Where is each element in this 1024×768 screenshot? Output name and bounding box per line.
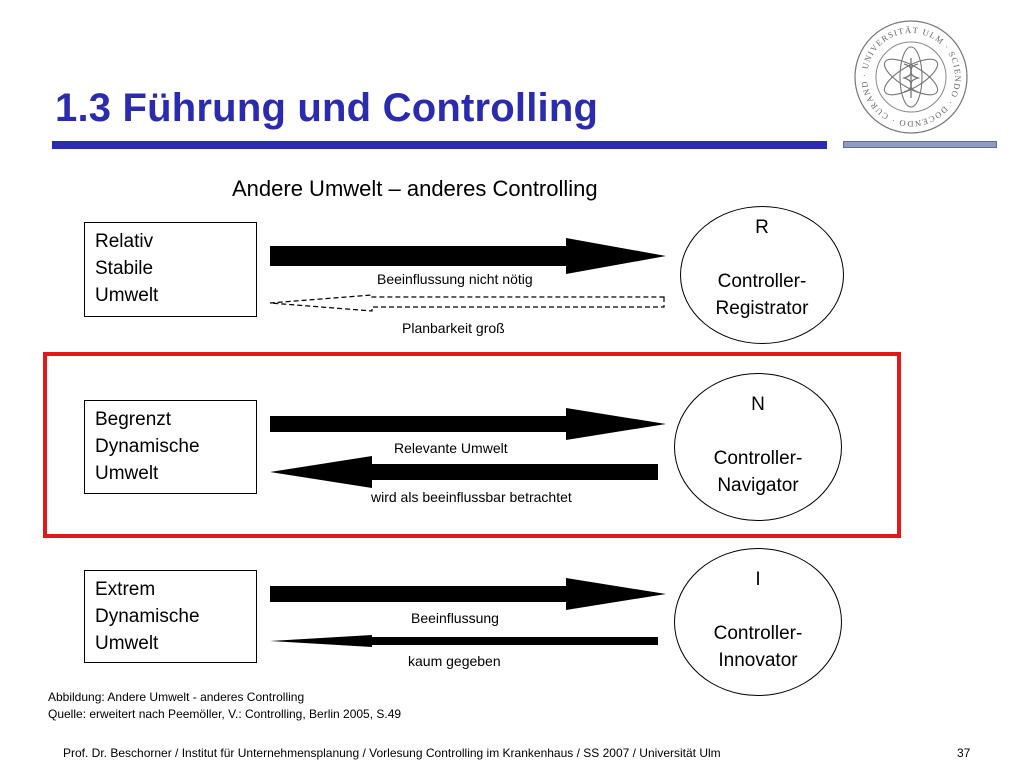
influence-arrow-right bbox=[270, 408, 666, 440]
environment-line: Begrenzt bbox=[95, 409, 172, 430]
page-number: 37 bbox=[957, 746, 971, 760]
role-line: Controller- bbox=[713, 448, 803, 469]
arrows-row-1 bbox=[269, 238, 666, 312]
feedback-arrow-left-thin bbox=[270, 635, 658, 647]
title-underline-accent bbox=[843, 141, 997, 148]
row-1-lower-label: Planbarkeit groß bbox=[402, 320, 505, 336]
row-1-upper-label: Beeinflussung nicht nötig bbox=[377, 271, 533, 287]
role-line: Controller- bbox=[713, 623, 803, 644]
role-line: Controller- bbox=[717, 271, 807, 292]
controller-role-circle-navigator: N Controller- Navigator bbox=[674, 373, 842, 521]
row-2-upper-label: Relevante Umwelt bbox=[394, 440, 508, 456]
environment-line: Extrem bbox=[95, 579, 156, 600]
figure-source: Quelle: erweitert nach Peemöller, V.: Co… bbox=[48, 707, 402, 721]
environment-line: Dynamische bbox=[95, 606, 200, 627]
environment-line: Stabile bbox=[95, 258, 154, 279]
row-3-lower-label: kaum gegeben bbox=[408, 653, 501, 669]
highlight-frame bbox=[43, 352, 901, 538]
controller-role-circle-registrator: R Controller- Registrator bbox=[680, 206, 844, 344]
row-2-lower-label: wird als beeinflussbar betrachtet bbox=[371, 489, 572, 505]
row-3-upper-label: Beeinflussung bbox=[411, 610, 499, 626]
controller-role-circle-innovator: I Controller- Innovator bbox=[674, 548, 842, 696]
influence-arrow-right bbox=[270, 238, 666, 274]
arrows-row-3 bbox=[270, 578, 666, 647]
environment-line: Umwelt bbox=[95, 633, 159, 654]
feedback-arrow-left-thick bbox=[270, 456, 658, 488]
influence-arrow-right bbox=[270, 578, 666, 610]
role-line: Navigator bbox=[717, 475, 799, 496]
caduceus-icon bbox=[901, 58, 921, 98]
role-line: Registrator bbox=[715, 298, 809, 319]
atom-icon bbox=[883, 46, 939, 108]
environment-box-limited-dynamic: Begrenzt Dynamische Umwelt bbox=[84, 400, 257, 494]
environment-box-stable: Relativ Stabile Umwelt bbox=[84, 222, 257, 317]
role-line: Innovator bbox=[718, 650, 798, 671]
role-code: N bbox=[751, 394, 765, 415]
feedback-arrow-left-dashed bbox=[269, 294, 665, 312]
slide-footer: Prof. Dr. Beschorner / Institut für Unte… bbox=[63, 746, 721, 760]
diagram-subtitle: Andere Umwelt – anderes Controlling bbox=[232, 176, 598, 201]
environment-line: Dynamische bbox=[95, 436, 200, 457]
environment-line: Relativ bbox=[95, 231, 154, 252]
arrows-row-2 bbox=[270, 408, 666, 488]
title-underline bbox=[52, 141, 827, 149]
role-code: I bbox=[755, 569, 761, 590]
slide-title: 1.3 Führung und Controlling bbox=[55, 86, 599, 130]
environment-line: Umwelt bbox=[95, 463, 159, 484]
figure-caption: Abbildung: Andere Umwelt - anderes Contr… bbox=[48, 690, 305, 704]
environment-line: Umwelt bbox=[95, 285, 159, 306]
environment-box-extreme-dynamic: Extrem Dynamische Umwelt bbox=[84, 570, 257, 663]
role-code: R bbox=[755, 217, 769, 238]
university-seal-logo: · UNIVERSITÄT ULM · SCIENDO · DOCENDO · … bbox=[848, 10, 968, 134]
